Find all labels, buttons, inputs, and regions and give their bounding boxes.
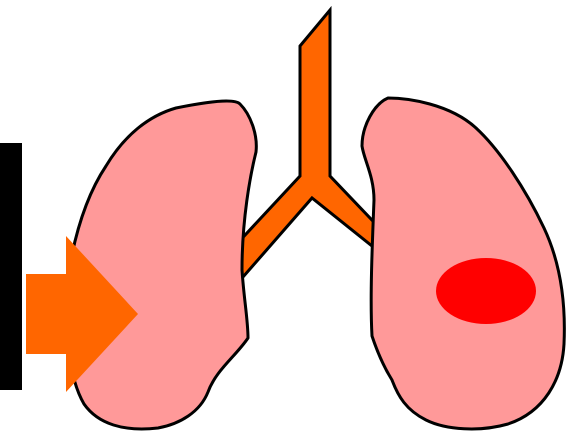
lesion-spot [436, 258, 536, 324]
lung-right-side-shape [66, 101, 256, 429]
black-vertical-bar [0, 143, 22, 390]
